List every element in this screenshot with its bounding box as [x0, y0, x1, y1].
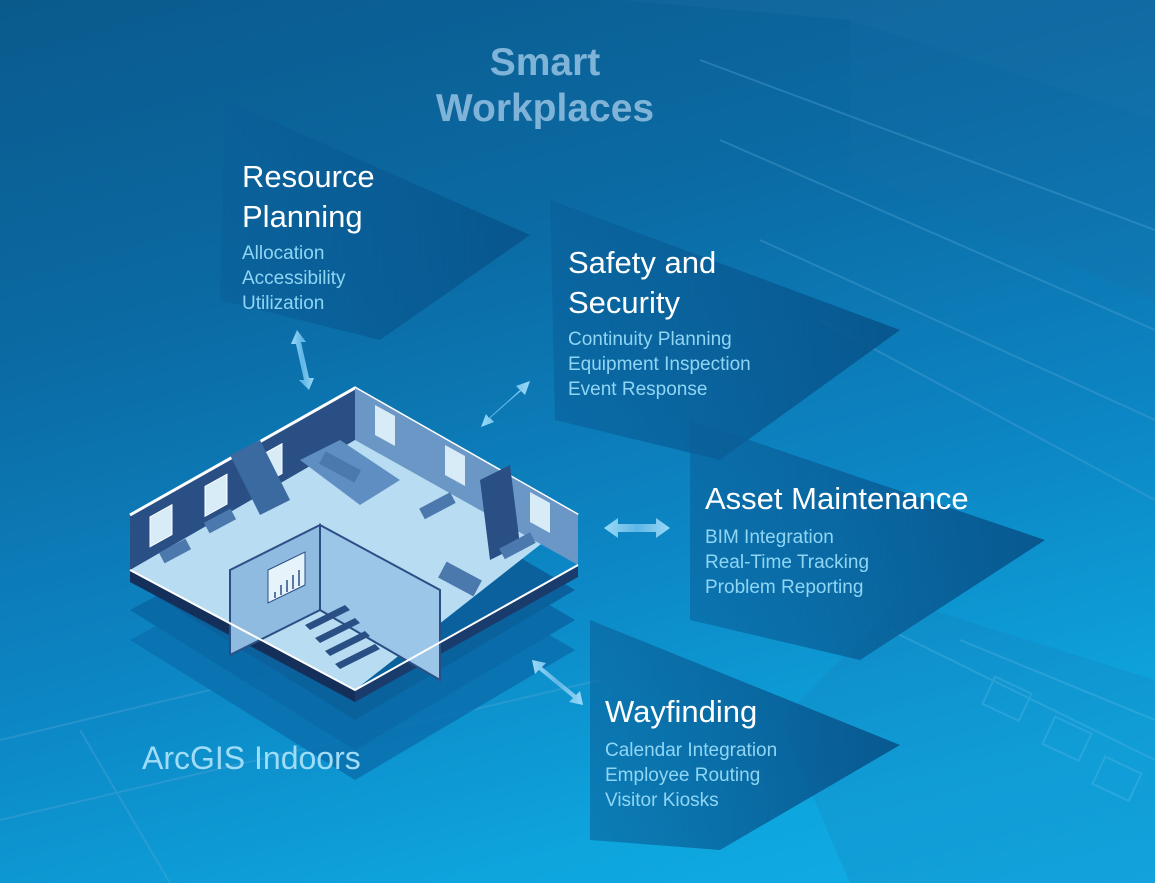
panel-shape-wayfinding [590, 620, 900, 850]
panel-item: Visitor Kiosks [605, 790, 719, 811]
panel-shape-resource-planning [220, 100, 530, 340]
panel-item: Real-Time Tracking [705, 552, 870, 573]
panel-safety-security: Safety and Security Continuity Planning … [568, 243, 751, 402]
panel-item: Calendar Integration [605, 740, 778, 761]
title-line-1: Smart [489, 41, 601, 84]
panel-item: Employee Routing [605, 765, 761, 786]
panel-item: Continuity Planning [568, 329, 732, 350]
isometric-office-floorplan-icon [129, 386, 579, 702]
title-line-2: Workplaces [435, 87, 655, 130]
panel-shape-asset-maintenance [690, 420, 1045, 660]
panel-title-line-2: Security [568, 285, 680, 320]
panel-item: Accessibility [242, 268, 346, 289]
double-arrow-icon-safety [481, 381, 530, 427]
double-arrow-icon-asset [604, 518, 670, 538]
panel-resource-planning: Resource Planning Allocation Accessibili… [242, 157, 375, 316]
panel-title: Wayfinding [605, 694, 758, 729]
panel-title-line-2: Planning [242, 199, 363, 234]
panel-item: Allocation [242, 243, 325, 264]
panel-item: Problem Reporting [705, 577, 864, 598]
panel-item: Event Response [568, 379, 708, 400]
page-title: Smart Workplaces [380, 40, 710, 132]
panel-item: Equipment Inspection [568, 354, 751, 375]
panel-title-line-1: Resource [242, 159, 375, 194]
panel-item: BIM Integration [705, 527, 834, 548]
panel-title: Asset Maintenance [705, 481, 969, 516]
panel-shape-safety-security [550, 200, 900, 460]
product-label: ArcGIS Indoors [142, 740, 361, 776]
panel-item: Utilization [242, 293, 325, 314]
panel-wayfinding: Wayfinding Calendar Integration Employee… [605, 692, 777, 813]
panel-asset-maintenance: Asset Maintenance BIM Integration Real-T… [705, 479, 969, 600]
double-arrow-icon-resource [291, 330, 314, 390]
panel-title-line-1: Safety and [568, 245, 717, 280]
double-arrow-icon-wayfinding [532, 660, 583, 705]
